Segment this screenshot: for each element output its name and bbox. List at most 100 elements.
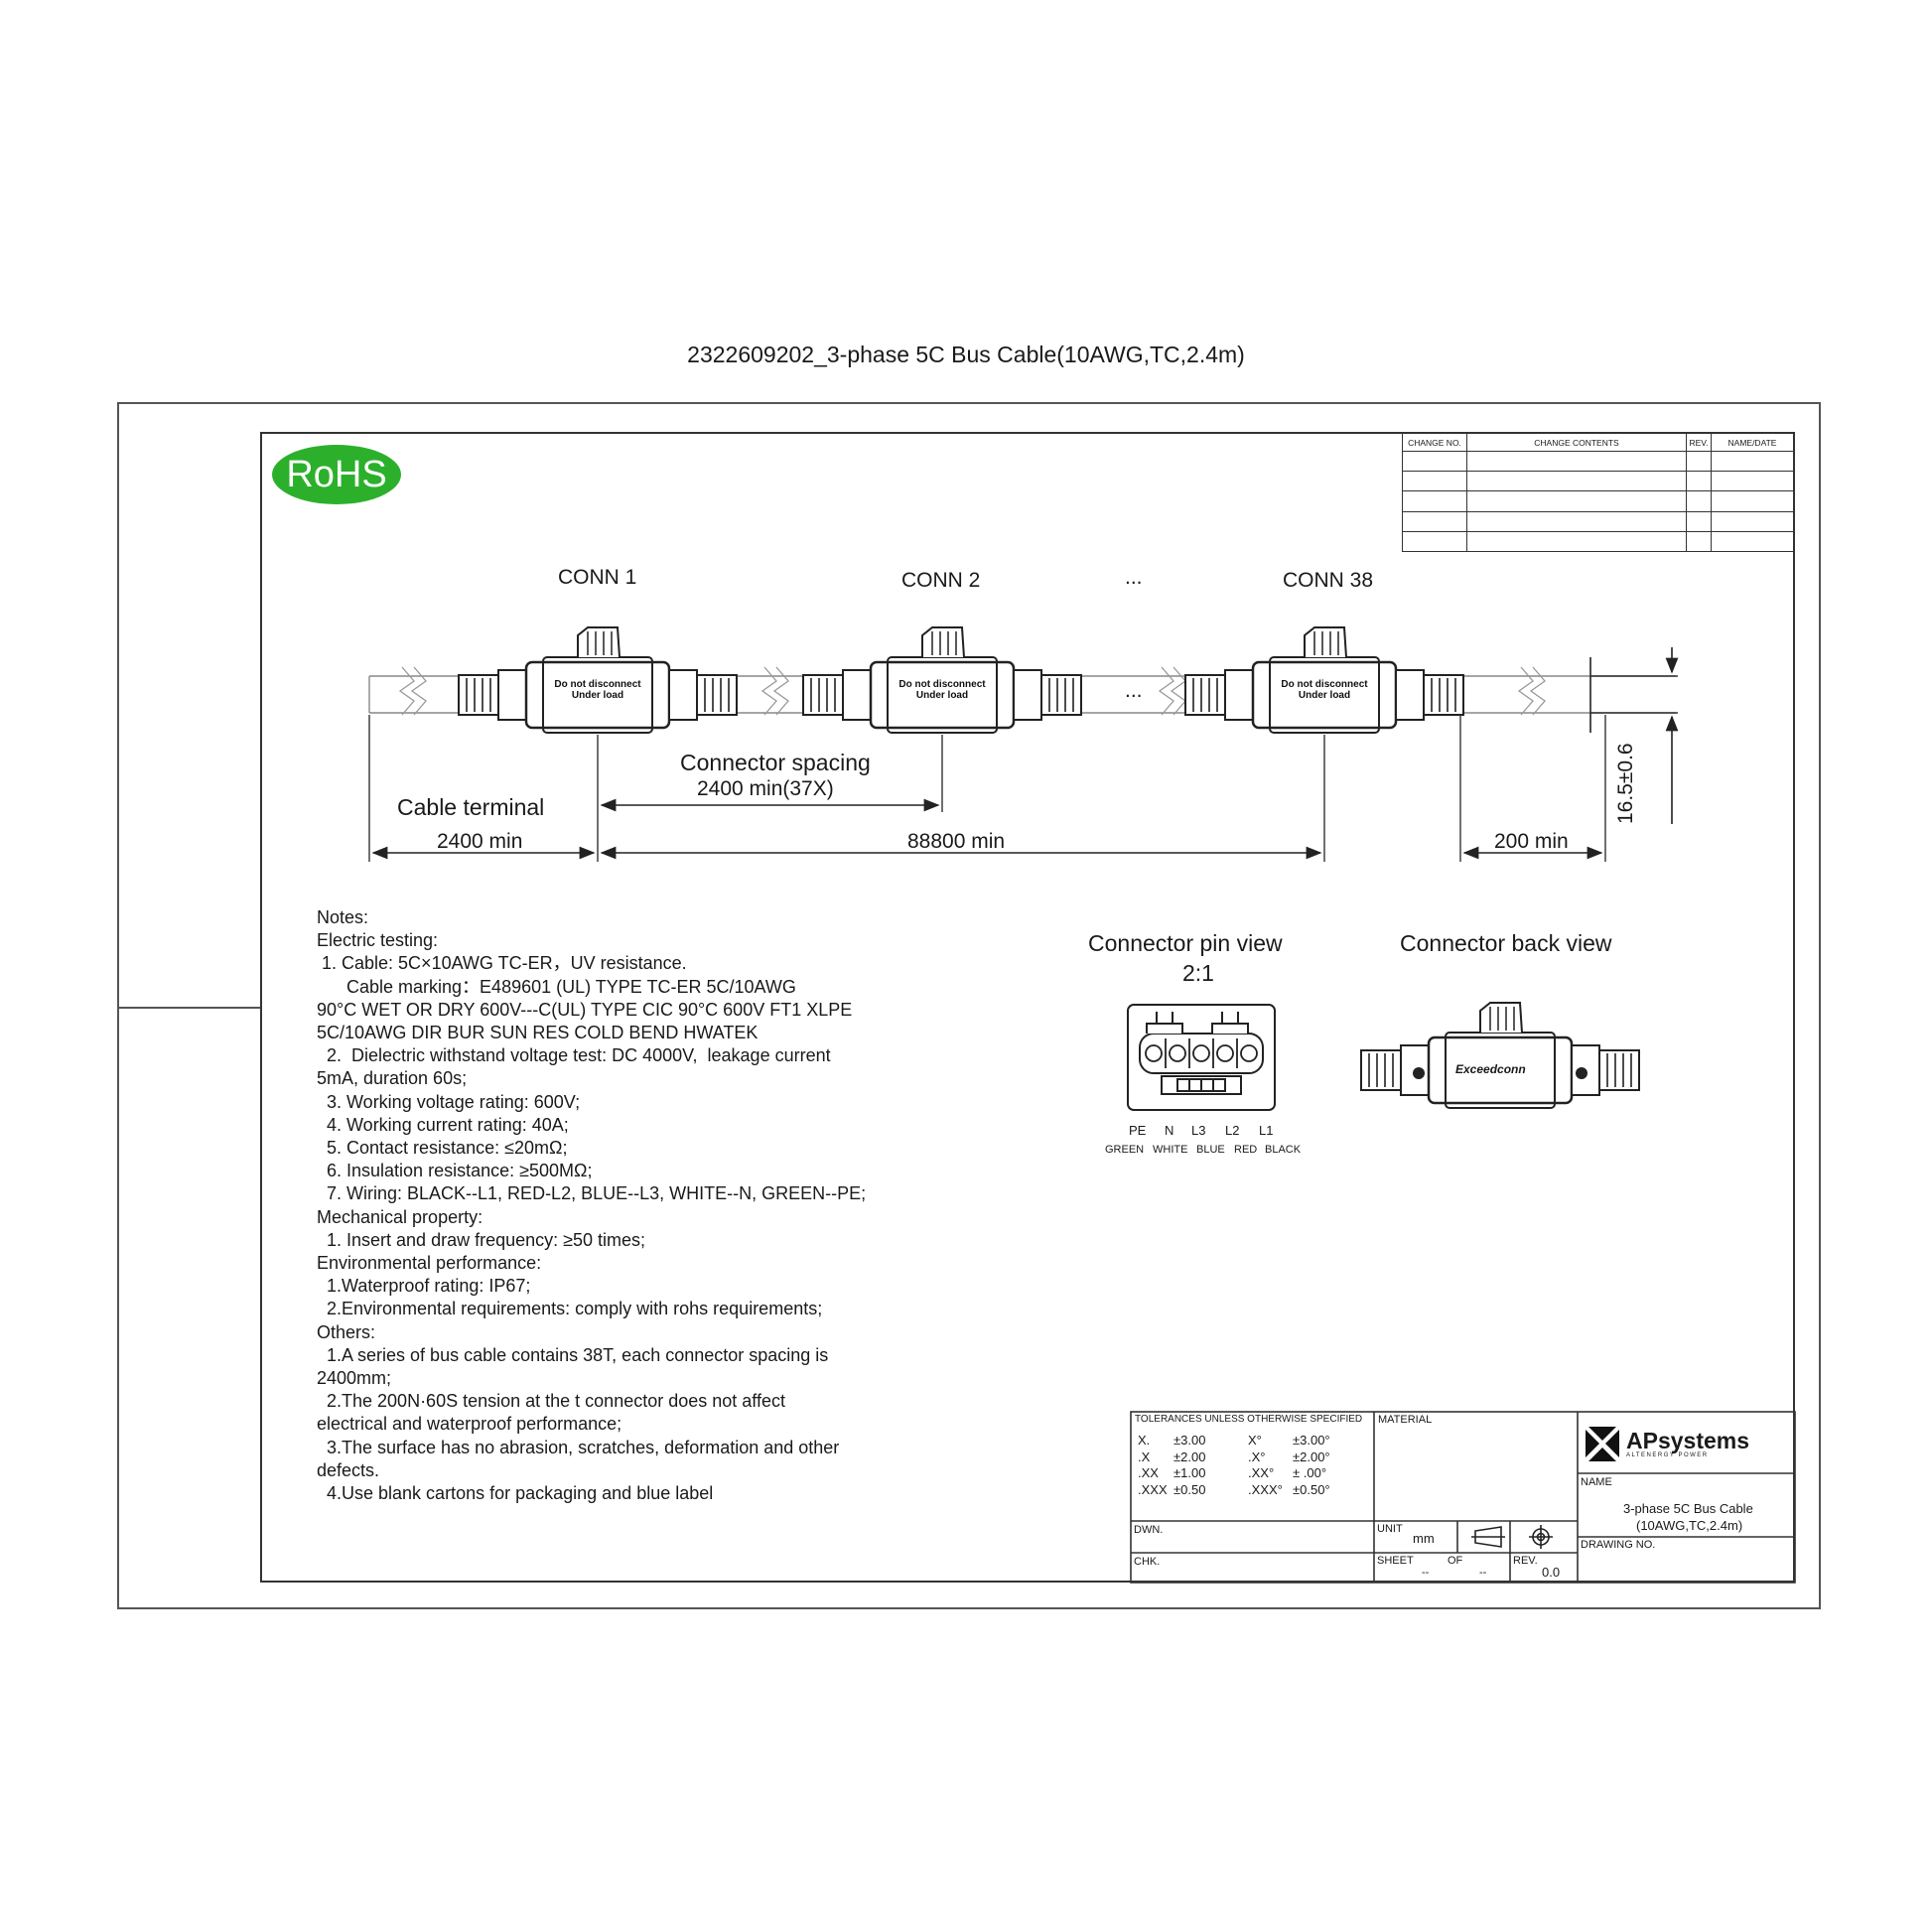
name-label: NAME [1581,1476,1612,1488]
name-value-line2: (10AWG,TC,2.4m) [1636,1518,1743,1533]
notes-line: 4. Working current rating: 40A; [317,1114,569,1135]
color-label-black: BLACK [1265,1144,1302,1156]
chk-label: CHK. [1134,1556,1161,1568]
rev-label: REV. [1513,1555,1538,1567]
connector-2-caption-line2: Under load [916,690,968,701]
material-label: MATERIAL [1378,1414,1433,1426]
pin-label-l3: L3 [1191,1123,1206,1138]
notes-line: Others: [317,1321,376,1342]
outer-frame [117,402,1821,1609]
color-label-white: WHITE [1153,1144,1188,1156]
frame-divider [117,1007,260,1009]
conn-38-label: CONN 38 [1283,569,1374,592]
pin-view-drawing [1127,1004,1276,1111]
connector-1-caption-line1: Do not disconnect [554,679,641,690]
notes-line: 5C/10AWG DIR BUR SUN RES COLD BEND HWATE… [317,1023,759,1043]
change-table-row [1402,530,1794,553]
notes-line: 2.The 200N·60S tension at the t connecto… [317,1391,785,1412]
notes-line: 5mA, duration 60s; [317,1068,468,1089]
tol-linear-value: ±3.00 [1173,1433,1206,1448]
notes-line: 3. Working voltage rating: 600V; [317,1091,581,1112]
company-tagline: ALTENERGY POWER [1626,1452,1709,1458]
notes-line: 2. Dielectric withstand voltage test: DC… [317,1045,831,1066]
tol-linear-class: .XX [1138,1465,1159,1480]
notes-line: 5. Contact resistance: ≤20mΩ; [317,1138,568,1159]
connector-38-caption-line2: Under load [1299,690,1350,701]
tol-linear-value: ±0.50 [1173,1481,1206,1497]
tolerance-row: .XXX ±0.50 .XXX° ±0.50° [1138,1482,1330,1499]
tol-linear-class: X. [1138,1433,1151,1448]
company-name: APsystems [1626,1428,1750,1453]
color-label-red: RED [1234,1144,1258,1156]
tolerance-row: X. ±3.00 X° ±3.00° [1138,1433,1330,1449]
sheet-value: -- [1422,1567,1430,1579]
connector-1-caption-line2: Under load [572,690,623,701]
tolerances-header: TOLERANCES UNLESS OTHERWISE SPECIFIED [1135,1414,1363,1425]
diameter-value: 16.5±0.6 [1614,743,1637,824]
tol-angle-value: ±3.00° [1293,1433,1330,1448]
notes-line: 1.Waterproof rating: IP67; [317,1276,531,1297]
apsystems-logo-icon [1586,1427,1619,1461]
title-block-grid [1130,1411,1796,1584]
tol-linear-value: ±2.00 [1173,1449,1206,1464]
change-table-row [1402,490,1794,512]
color-label-green: GREEN [1105,1144,1145,1156]
drawing-no-label: DRAWING NO. [1581,1539,1656,1551]
notes-line: 90°C WET OR DRY 600V---C(UL) TYPE CIC 90… [317,999,853,1020]
notes-line: 6. Insulation resistance: ≥500MΩ; [317,1161,593,1181]
tol-angle-class: .XXX° [1248,1481,1283,1497]
ellipsis-mid-label: ... [1125,679,1143,702]
notes-line: 1.A series of bus cable contains 38T, ea… [317,1344,829,1365]
notes-line: Environmental performance: [317,1253,542,1274]
back-view-title: Connector back view [1400,930,1612,956]
tol-linear-class: .X [1138,1449,1151,1464]
notes-line: 1. Cable: 5C×10AWG TC-ER，UV resistance. [317,953,687,974]
pin-label-l2: L2 [1225,1123,1240,1138]
tolerance-row: .XX ±1.00 .XX° ± .00° [1138,1465,1330,1482]
notes-line: Notes: [317,907,369,927]
rev-value: 0.0 [1542,1565,1561,1580]
color-label-blue: BLUE [1196,1144,1225,1156]
connector-38-caption-line1: Do not disconnect [1281,679,1368,690]
tolerances-table: X. ±3.00 X° ±3.00° .X ±2.00 .X° ±2.00° .… [1138,1433,1330,1498]
notes-line: 2.Environmental requirements: comply wit… [317,1299,823,1319]
unit-label: UNIT [1377,1523,1403,1535]
unit-value: mm [1413,1531,1435,1546]
pin-label-pe: PE [1129,1123,1147,1138]
back-view-left-screw-icon [1413,1067,1425,1079]
name-value-line1: 3-phase 5C Bus Cable [1623,1501,1753,1516]
tol-angle-value: ±0.50° [1293,1481,1330,1497]
connector-spacing-value: 2400 min(37X) [697,777,834,800]
pin-view-title: Connector pin view [1088,930,1283,956]
of-value: -- [1479,1567,1487,1579]
notes-line: Mechanical property: [317,1206,483,1227]
document-title: 2322609202_3-phase 5C Bus Cable(10AWG,TC… [687,342,1245,367]
notes-line: 3.The surface has no abrasion, scratches… [317,1437,840,1457]
notes-line: Electric testing: [317,930,439,951]
connector-spacing-title: Connector spacing [680,750,871,775]
change-table-row [1402,510,1794,532]
tol-angle-value: ±2.00° [1293,1449,1330,1464]
notes-line: defects. [317,1459,380,1480]
pin-label-l1: L1 [1259,1123,1274,1138]
notes-line: electrical and waterproof performance; [317,1414,622,1435]
back-view-drawing [1359,1001,1641,1110]
notes-block: Notes: Electric testing: 1. Cable: 5C×10… [317,906,912,1505]
notes-line: Cable marking：E489601 (UL) TYPE TC-ER 5C… [317,976,796,997]
conn-2-label: CONN 2 [901,569,981,592]
change-history-table: CHANGE NO. CHANGE CONTENTS REV. NAME/DAT… [1402,432,1794,553]
conn-1-label: CONN 1 [558,566,637,589]
dwn-label: DWN. [1134,1524,1164,1536]
ellipsis-label: ... [1125,566,1143,589]
inner-frame [260,432,1795,1583]
tol-linear-value: ±1.00 [1173,1465,1206,1480]
total-length-value: 88800 min [907,830,1006,853]
sheet-label: SHEET [1377,1555,1414,1567]
tol-angle-class: X° [1248,1433,1262,1448]
notes-line: 2400mm; [317,1368,392,1389]
back-view-brand-mark: Exceedconn [1455,1062,1526,1076]
pin-view-scale: 2:1 [1182,960,1214,986]
tail-length-value: 200 min [1494,830,1569,853]
cable-terminal-value: 2400 min [437,830,523,853]
